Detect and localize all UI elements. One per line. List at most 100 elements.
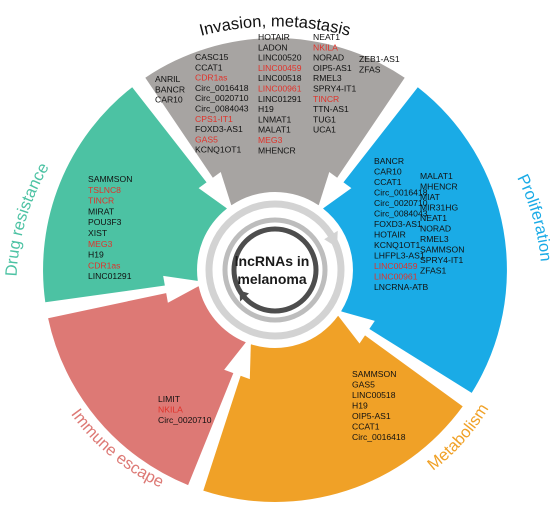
gene-invasion-h19: H19 — [258, 104, 274, 114]
gene-drug-pou3f3: POU3F3 — [88, 217, 122, 227]
gene-invasion-linc00520: LINC00520 — [258, 53, 302, 63]
title-proliferation: Proliferation — [513, 172, 550, 263]
gene-invasion-linc00518: LINC00518 — [258, 73, 302, 83]
gene-drug-cdr1as: CDR1as — [88, 260, 120, 270]
gene-invasion-neat1: NEAT1 — [313, 32, 340, 42]
gene-proliferation-car10: CAR10 — [374, 167, 402, 177]
center-label-group: lncRNAs in melanoma — [235, 253, 310, 287]
gene-invasion-uca1: UCA1 — [313, 125, 336, 135]
gene-invasion-linc01291: LINC01291 — [258, 94, 302, 104]
gene-immune-nkila: NKILA — [158, 405, 183, 415]
gene-drug-linc01291: LINC01291 — [88, 271, 132, 281]
gene-invasion-car10: CAR10 — [155, 95, 183, 105]
gene-drug-tincr: TINCR — [88, 196, 114, 206]
gene-lists: ANRILBANCRCAR10CASC15CCAT1CDR1asCirc_001… — [88, 32, 464, 442]
gene-invasion-ccat1: CCAT1 — [195, 62, 223, 72]
gene-drug-xist: XIST — [88, 228, 108, 238]
gene-proliferation-mhencr: MHENCR — [420, 182, 458, 192]
gene-drug-tslnc8: TSLNC8 — [88, 185, 121, 195]
gene-proliferation-linc00961: LINC00961 — [374, 272, 418, 282]
gene-proliferation-linc00459: LINC00459 — [374, 261, 418, 271]
gene-invasion-circ-0016418: Circ_0016418 — [195, 83, 249, 93]
gene-invasion-circ-0020710: Circ_0020710 — [195, 93, 249, 103]
gene-proliferation-neat1: NEAT1 — [420, 213, 447, 223]
gene-drug-mirat: MIRAT — [88, 206, 115, 216]
gene-invasion-norad: NORAD — [313, 53, 344, 63]
gene-invasion-lnmat1: LNMAT1 — [258, 114, 291, 124]
sector-immune-escape — [48, 286, 246, 486]
gene-invasion-mhencr: MHENCR — [258, 145, 296, 155]
gene-immune-limit: LIMIT — [158, 394, 181, 404]
gene-proliferation-malat1: MALAT1 — [420, 171, 453, 181]
gene-metabolism-sammson: SAMMSON — [352, 369, 396, 379]
gene-invasion-ttn-as1: TTN-AS1 — [313, 104, 349, 114]
gene-proliferation-foxd3-as1: FOXD3-AS1 — [374, 219, 422, 229]
gene-invasion-meg3: MEG3 — [258, 135, 283, 145]
gene-proliferation-lhfpl3-as1: LHFPL3-AS1 — [374, 251, 425, 261]
gene-metabolism-linc00518: LINC00518 — [352, 390, 396, 400]
gap-notch-1 — [316, 172, 352, 214]
gene-proliferation-norad: NORAD — [420, 224, 451, 234]
sector-metabolism — [203, 315, 463, 502]
gene-invasion-tincr: TINCR — [313, 94, 339, 104]
gene-drug-sammson: SAMMSON — [88, 174, 132, 184]
gene-invasion-zeb1-as1: ZEB1-AS1 — [359, 54, 400, 64]
sector-layer — [43, 38, 507, 502]
sector-proliferation — [323, 87, 507, 393]
gene-invasion-linc00459: LINC00459 — [258, 63, 302, 73]
gene-immune-circ-0020710: Circ_0020710 — [158, 415, 212, 425]
gene-invasion-rmel3: RMEL3 — [313, 73, 342, 83]
gene-metabolism-gas5: GAS5 — [352, 380, 375, 390]
gene-metabolism-ccat1: CCAT1 — [352, 422, 380, 432]
gene-proliferation-ccat1: CCAT1 — [374, 177, 402, 187]
center-label-line-1: lncRNAs in — [235, 253, 310, 269]
gene-proliferation-lncrna-atb: LNCRNA-ATB — [374, 282, 429, 292]
gap-notch-2 — [333, 309, 375, 344]
gene-proliferation-zfas1: ZFAS1 — [420, 266, 446, 276]
gene-invasion-cps1-it1: CPS1-IT1 — [195, 114, 233, 124]
gene-invasion-anril: ANRIL — [155, 74, 181, 84]
gene-invasion-casc15: CASC15 — [195, 52, 229, 62]
gap-notch-4 — [163, 275, 207, 303]
gene-invasion-oip5-as1: OIP5-AS1 — [313, 63, 352, 73]
gene-invasion-kcnq1ot1: KCNQ1OT1 — [195, 145, 242, 155]
gene-drug-h19: H19 — [88, 250, 104, 260]
gene-invasion-ladon: LADON — [258, 42, 288, 52]
gene-invasion-spry4-it1: SPRY4-IT1 — [313, 84, 357, 94]
gene-invasion-foxd3-as1: FOXD3-AS1 — [195, 124, 243, 134]
dark-inner-ring — [231, 226, 319, 314]
gene-proliferation-spry4-it1: SPRY4-IT1 — [420, 255, 464, 265]
gene-proliferation-rmel3: RMEL3 — [420, 234, 449, 244]
gene-proliferation-bancr: BANCR — [374, 156, 404, 166]
gene-drug-meg3: MEG3 — [88, 239, 113, 249]
gap-notch-5 — [198, 172, 234, 214]
gene-metabolism-oip5-as1: OIP5-AS1 — [352, 411, 391, 421]
gene-invasion-gas5: GAS5 — [195, 134, 218, 144]
gene-metabolism-h19: H19 — [352, 401, 368, 411]
middle-gray-ring — [222, 217, 328, 323]
gene-proliferation-kcnq1ot1: KCNQ1OT1 — [374, 240, 421, 250]
gene-proliferation-sammson: SAMMSON — [420, 245, 464, 255]
gene-proliferation-circ-0020710: Circ_0020710 — [374, 198, 428, 208]
gene-proliferation-miat: MIAT — [420, 192, 441, 202]
gene-proliferation-mir31hg: MIR31HG — [420, 203, 459, 213]
gene-invasion-nkila: NKILA — [313, 42, 338, 52]
gene-proliferation-hotair: HOTAIR — [374, 230, 406, 240]
gene-invasion-cdr1as: CDR1as — [195, 73, 227, 83]
inner-ring-arrowhead — [239, 290, 249, 302]
gene-invasion-hotair: HOTAIR — [258, 32, 290, 42]
gene-metabolism-circ-0016418: Circ_0016418 — [352, 432, 406, 442]
gene-invasion-tug1: TUG1 — [313, 114, 336, 124]
sector-invasion-metastasis — [145, 38, 405, 206]
center-label-line-2: melanoma — [237, 271, 306, 287]
gene-invasion-malat1: MALAT1 — [258, 125, 291, 135]
ring-arrowhead — [324, 230, 338, 248]
gene-invasion-linc00961: LINC00961 — [258, 84, 302, 94]
gene-proliferation-circ-0084043: Circ_0084043 — [374, 209, 428, 219]
gap-notch-3 — [224, 335, 252, 380]
gene-proliferation-circ-0016418: Circ_0016418 — [374, 188, 428, 198]
gene-invasion-zfas: ZFAS — [359, 64, 381, 74]
gene-invasion-circ-0084043: Circ_0084043 — [195, 104, 249, 114]
